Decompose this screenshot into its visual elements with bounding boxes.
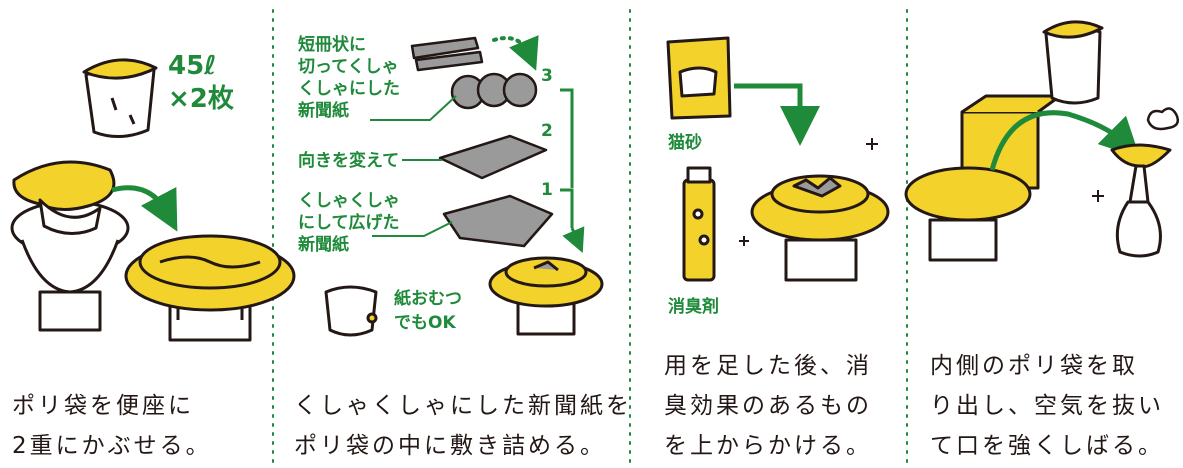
- label-crumpled-line3: 新聞紙: [298, 235, 349, 255]
- label-diaper-line2: でもOK: [394, 313, 456, 333]
- label-shredded-line1: 短冊状に: [298, 35, 366, 55]
- arrow-down-bracket: [562, 226, 585, 254]
- bag-count-label: ×2枚: [168, 84, 234, 114]
- label-shredded-line2: 切ってくしゃ: [298, 57, 399, 77]
- flat-newspaper-icon: [438, 134, 548, 180]
- toilet-with-full-bag-icon: [904, 166, 1032, 262]
- label-shredded-line4: 新聞紙: [298, 101, 349, 121]
- bag-volume-label: 45ℓ: [168, 51, 217, 81]
- tied-bag-icon: [1110, 143, 1172, 258]
- panel-dividers: [272, 9, 908, 466]
- step-number-3: 3: [541, 66, 553, 86]
- caption-panel4-line2: り出し、空気を抜い: [930, 393, 1164, 419]
- leader-lines: [370, 95, 457, 237]
- toilet-double-bag-icon: [124, 234, 296, 342]
- caption-panel1-line1: ポリ袋を便座に: [12, 393, 194, 419]
- shredded-newspaper-strips-icon: [410, 36, 484, 72]
- plastic-bag-icon: [82, 58, 158, 138]
- label-diaper-line1: 紙おむつ: [394, 289, 462, 309]
- crumpled-paper-balls-icon: [450, 72, 538, 110]
- dotted-arrow: [492, 35, 539, 71]
- label-shredded-line3: くしゃにした: [298, 79, 400, 99]
- caption-panel3-line3: を上からかける。: [664, 433, 872, 459]
- caption-panel3-line1: 用を足した後、消: [664, 353, 872, 379]
- arrow-panel4: [989, 110, 1141, 171]
- diaper-icon: [324, 285, 378, 337]
- caption-panel3-line2: 臭効果のあるもの: [664, 393, 872, 419]
- step-number-2: 2: [541, 121, 553, 141]
- arrow-panel1: [111, 185, 178, 232]
- label-crumpled-line1: くしゃくしゃ: [298, 191, 400, 211]
- caption-panel2-line1: くしゃくしゃにした新聞紙を: [294, 393, 632, 419]
- caption-panel4-line1: 内側のポリ袋を取: [930, 353, 1138, 379]
- label-change-direction: 向きを変えて: [298, 151, 400, 171]
- cat-litter-bag-icon: [666, 36, 732, 120]
- sparkle-icon: [1092, 190, 1104, 202]
- toilet-with-litter-icon: [750, 174, 890, 282]
- caption-panel4-line3: て口を強くしばる。: [930, 433, 1164, 459]
- toilet-with-paper-icon: [488, 256, 604, 336]
- step-bracket: [560, 88, 574, 228]
- odor-cloud-icon: [1146, 107, 1179, 131]
- lifted-bag-icon: [1042, 20, 1104, 105]
- arrow-panel3: [734, 83, 820, 146]
- label-crumpled-line2: にして広げた: [298, 213, 400, 233]
- deodorant-spray-icon: [682, 166, 716, 282]
- label-cat-litter: 猫砂: [668, 133, 702, 153]
- sparkle-icon: [739, 138, 878, 246]
- crumpled-newspaper-sheet-icon: [442, 194, 554, 248]
- caption-panel2-line2: ポリ袋の中に敷き詰める。: [294, 433, 606, 459]
- label-deodorant: 消臭剤: [668, 297, 719, 317]
- step-number-1: 1: [541, 180, 553, 200]
- caption-panel1-line2: 2重にかぶせる。: [12, 433, 212, 459]
- toilet-with-bag-icon: [10, 160, 130, 332]
